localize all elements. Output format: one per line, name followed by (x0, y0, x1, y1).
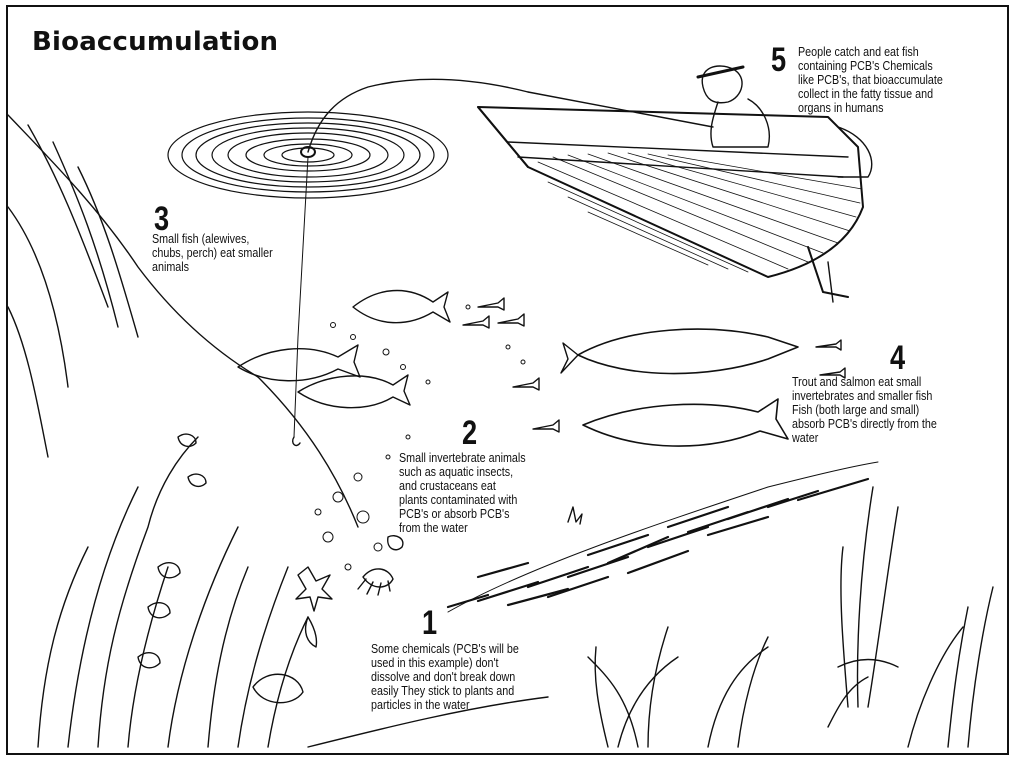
aquatic-plants-right (588, 487, 993, 747)
step-2-text: Small invertebrate animals such as aquat… (399, 451, 526, 535)
invertebrates (296, 536, 403, 647)
hook (293, 437, 300, 445)
step-5-number: 5 (771, 43, 786, 77)
aquatic-plants-left (38, 434, 308, 747)
step-1-text: Some chemicals (PCB's will be used in th… (371, 642, 519, 712)
grass-tuft (568, 507, 582, 524)
step-3-text: Small fish (alewives, chubs, perch) eat … (152, 232, 273, 274)
step-1-number: 1 (422, 606, 437, 640)
fish-group (238, 291, 845, 447)
step-3-number: 3 (154, 202, 169, 236)
diagram-frame: Bioaccumulation 5 People catch and eat f… (6, 5, 1009, 755)
surface-ripples (168, 112, 448, 198)
page-title: Bioaccumulation (32, 27, 278, 57)
step-5-text: People catch and eat fish containing PCB… (798, 45, 943, 115)
step-2-number: 2 (462, 416, 477, 450)
boat (478, 107, 863, 302)
hook-line (294, 157, 308, 437)
step-4-text: Trout and salmon eat small invertebrates… (792, 375, 937, 445)
step-4-number: 4 (890, 341, 905, 375)
